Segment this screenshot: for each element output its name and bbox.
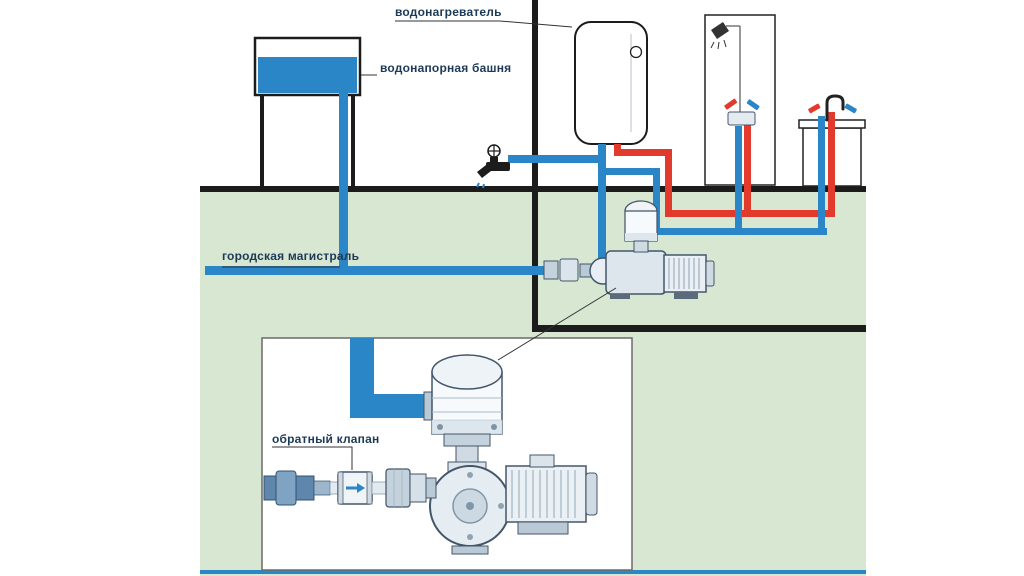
- heater-dial: [629, 45, 643, 59]
- shower-spray: [710, 41, 715, 49]
- inset-supply-pipe: [350, 338, 430, 418]
- tap-drop: [482, 183, 485, 189]
- controller-band: [625, 233, 657, 241]
- detail-pressure-controller: [423, 354, 503, 463]
- house-wall: [532, 0, 538, 332]
- cold-pipe-sink-riser: [818, 116, 825, 235]
- label-water-tower: водонапорная башня: [380, 61, 511, 75]
- controller-base: [443, 433, 491, 447]
- labels: водонагреватель водонапорная башня город…: [222, 5, 617, 470]
- hot-pipes: [614, 98, 835, 217]
- inlet-union: [559, 258, 579, 282]
- cold-pipe-downfeed: [653, 168, 660, 235]
- pump-unit: [543, 200, 715, 299]
- label-check-valve: обратный клапан: [272, 432, 379, 446]
- check-valve-rim: [337, 471, 344, 505]
- cold-pipes: [508, 99, 857, 262]
- pipe-stub: [329, 481, 339, 495]
- shower-mixer: [727, 111, 756, 126]
- leader-water-heater: [395, 20, 573, 28]
- city-supply-pipes: [205, 60, 548, 275]
- inset-pipe-horizontal: [350, 394, 430, 418]
- city-main-pipe: [205, 266, 548, 275]
- motor-foot: [517, 521, 569, 535]
- motor-terminal-box: [529, 454, 555, 468]
- cold-pipe-shower-riser: [735, 126, 742, 235]
- motor-foot: [674, 292, 698, 299]
- water-heater: [574, 21, 648, 145]
- check-valve-arrow-head: [357, 483, 365, 493]
- tap-drops: [476, 182, 485, 189]
- inlet-fittings: [263, 468, 437, 508]
- tower-drop-pipe: [339, 60, 348, 274]
- compression-fitting: [263, 475, 277, 501]
- pump-bolt: [498, 503, 504, 509]
- check-valve-rim: [366, 471, 373, 505]
- tap-body: [486, 162, 510, 171]
- motor-fins: [668, 258, 700, 289]
- controller-neck: [455, 445, 479, 463]
- hot-pipe-top-run: [614, 149, 672, 156]
- motor-end-cap: [705, 260, 715, 287]
- shower-spray: [723, 39, 727, 48]
- controller-screw: [437, 424, 443, 430]
- pump-shaft-center: [466, 502, 474, 510]
- detail-inset: [261, 337, 633, 571]
- label-city-main: городская магистраль: [222, 249, 359, 263]
- sink-handle-cold: [844, 103, 857, 114]
- bottom-border-line: [200, 570, 866, 574]
- shower-head-icon: [711, 22, 729, 39]
- heater-body: [574, 21, 648, 145]
- shower-handle-hot: [724, 98, 738, 110]
- detail-motor-fins: [511, 470, 576, 518]
- tap-drop: [476, 182, 480, 188]
- motor-end-cap: [585, 472, 598, 516]
- structure-lines: [200, 0, 866, 332]
- shower-handle-cold: [746, 99, 760, 111]
- outdoor-tap: [476, 144, 510, 189]
- suction-flange: [425, 477, 437, 499]
- detail-pump: [429, 454, 598, 555]
- hot-pipe-shower-riser: [744, 122, 751, 217]
- union-nut: [385, 468, 411, 508]
- pump-bolt: [467, 472, 473, 478]
- sink-handle-hot: [808, 103, 821, 114]
- house-foundation-line: [532, 325, 866, 332]
- controller-screw: [491, 424, 497, 430]
- cold-pipe-outdoor-branch: [508, 155, 606, 163]
- tower-leg-left: [260, 95, 264, 188]
- controller-dome: [431, 354, 503, 390]
- detail-motor: [505, 465, 587, 523]
- pump-foot: [610, 294, 630, 299]
- leader-inset-to-pump: [497, 287, 617, 361]
- tap-spout: [477, 165, 491, 178]
- compression-nut: [275, 470, 297, 506]
- detail-check-valve: [337, 471, 373, 505]
- compression-body: [295, 475, 315, 501]
- pump-body: [605, 250, 667, 295]
- fitting-taper: [313, 480, 331, 496]
- tower-leg-right: [351, 95, 355, 188]
- pump-base: [451, 545, 489, 555]
- controller-neck: [633, 240, 649, 253]
- sink-faucet: [825, 94, 845, 122]
- label-water-heater: водонагреватель: [395, 5, 502, 19]
- tap-stem: [490, 157, 498, 162]
- inlet-fitting: [543, 260, 559, 280]
- leader-check-valve: [272, 446, 353, 470]
- fixtures: [727, 94, 845, 126]
- pump-motor: [663, 254, 707, 293]
- hot-pipe-downfeed: [665, 149, 672, 217]
- shower-spray: [717, 41, 720, 50]
- pipe-stub: [371, 481, 387, 495]
- pressure-controller: [624, 200, 658, 253]
- hot-pipe-sink-riser: [828, 112, 835, 217]
- adapter: [409, 473, 427, 503]
- pump-bolt: [467, 534, 473, 540]
- cold-pipe-branch-top: [600, 168, 660, 175]
- cold-pipe-main-riser: [598, 144, 606, 262]
